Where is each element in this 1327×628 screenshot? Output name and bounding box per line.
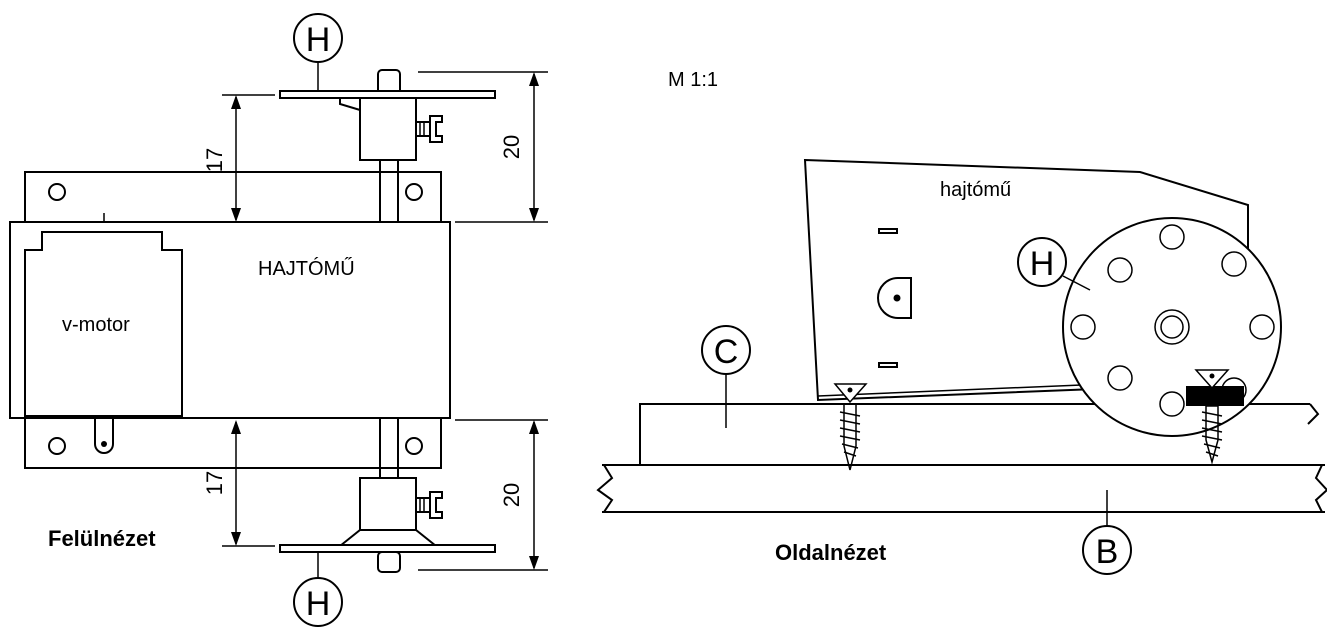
housing-slot: [878, 228, 898, 234]
wheel-hole: [1221, 251, 1247, 277]
housing-slot: [878, 362, 898, 368]
upper-hub: [359, 97, 417, 161]
mount-hole: [48, 437, 66, 455]
set-screw: [415, 497, 431, 513]
mount-hole: [405, 183, 423, 201]
wheel-hole: [1107, 257, 1133, 283]
wheel-hole: [1249, 314, 1275, 340]
lower-axle-end: [377, 551, 401, 573]
motor-outline: [24, 231, 183, 417]
side-view: M 1:1 hajtómű: [596, 69, 1327, 575]
block-callout: [701, 325, 751, 375]
wheel-hub: [1154, 309, 1190, 345]
top-view-caption: Felülnézet: [48, 526, 156, 551]
scale-label: M 1:1: [668, 69, 718, 91]
side-wheel-callout: [1017, 237, 1067, 287]
terminal-dot: [101, 441, 107, 447]
base-callout: [1082, 525, 1132, 575]
block-c: [639, 403, 1310, 465]
dim-20-upper: 20: [499, 135, 524, 159]
screw-right: [1194, 369, 1230, 465]
wheel-callout-top: [293, 13, 343, 63]
screw-left: [833, 383, 868, 471]
shim-block: [1186, 386, 1244, 406]
lower-hub: [359, 477, 417, 531]
side-view-caption: Oldalnézet: [775, 540, 887, 565]
dim-17-lower: 17: [202, 471, 227, 495]
mount-hole: [48, 183, 66, 201]
dim-17-upper: 17: [202, 148, 227, 172]
dim-20-lower: 20: [499, 483, 524, 507]
wheel-hole: [1107, 365, 1133, 391]
block-letter: C: [714, 333, 739, 371]
terminal-lug: [94, 417, 114, 454]
wheel-letter-bottom: H: [306, 585, 331, 623]
side-wheel-letter: H: [1030, 245, 1055, 283]
top-view: v-motor HAJTÓMŰ 17: [9, 13, 548, 627]
wheel-hole: [1070, 314, 1096, 340]
thumb-screw: [429, 491, 443, 519]
gearbox-label: HAJTÓMŰ: [258, 257, 355, 280]
wheel-hole: [1159, 224, 1185, 250]
wheel-letter-top: H: [306, 21, 331, 59]
gearbox-body: [9, 221, 451, 419]
side-gearbox-label: hajtómű: [940, 179, 1011, 201]
wheel-callout-bottom: [293, 577, 343, 627]
lower-wheel: [279, 544, 496, 553]
mount-hole: [405, 437, 423, 455]
lower-mount-plate: [24, 415, 442, 469]
base-letter: B: [1096, 533, 1119, 571]
motor-label: v-motor: [62, 314, 130, 336]
thumb-screw: [429, 115, 443, 143]
upper-wheel: [279, 90, 496, 99]
upper-mount-plate: [24, 171, 442, 225]
wheel-hole: [1159, 391, 1185, 417]
set-screw: [415, 121, 431, 137]
